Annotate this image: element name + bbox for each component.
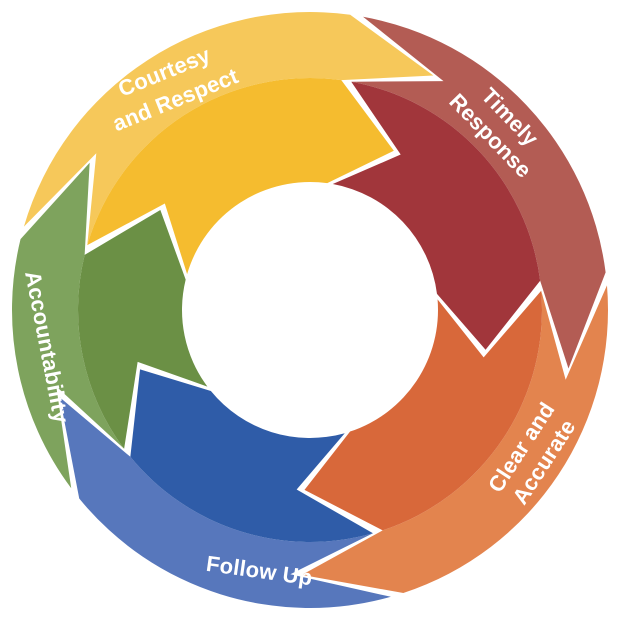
segment-clear bbox=[301, 285, 609, 594]
segment-timely-inner-band bbox=[332, 81, 541, 350]
segment-clear-outer-band bbox=[301, 285, 609, 594]
segment-followup bbox=[59, 369, 391, 608]
segment-courtesy-outer-band bbox=[23, 11, 434, 246]
center-circle bbox=[183, 183, 437, 437]
segment-clear-inner-band bbox=[304, 290, 542, 531]
segments-layer bbox=[12, 11, 609, 608]
segment-accountability bbox=[12, 162, 208, 489]
segment-timely-outer-band bbox=[351, 16, 606, 369]
segment-courtesy-inner-band bbox=[87, 78, 394, 275]
segment-followup-outer-band bbox=[59, 397, 391, 608]
segment-accountability-outer-band bbox=[12, 162, 125, 489]
segment-accountability-inner-band bbox=[78, 210, 208, 449]
segment-courtesy bbox=[23, 11, 434, 275]
segment-timely bbox=[332, 16, 606, 369]
segment-followup-inner-band bbox=[130, 369, 373, 542]
